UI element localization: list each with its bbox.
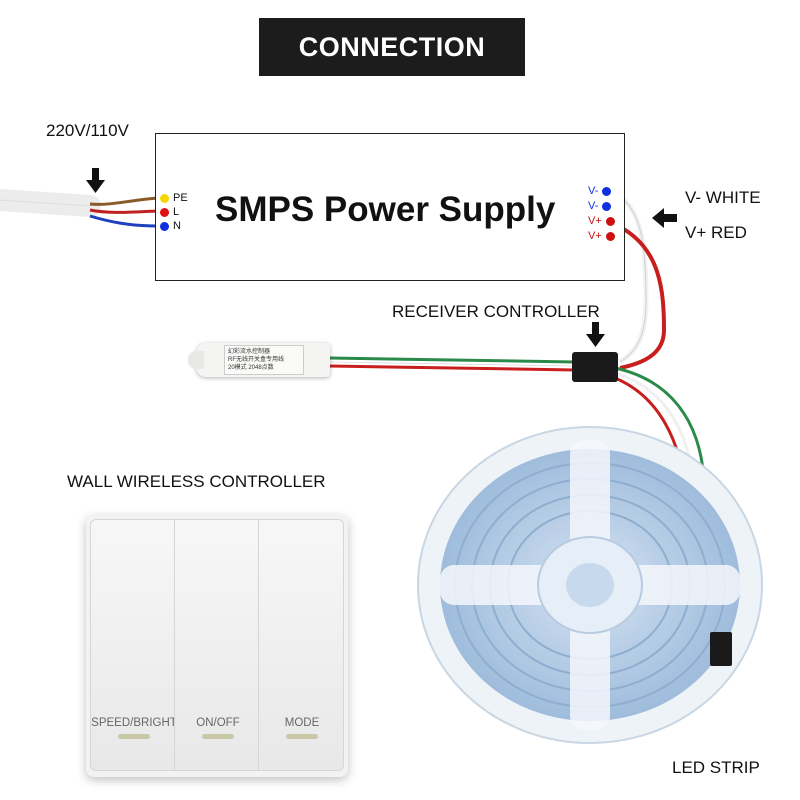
terminal-label: V- [588,200,599,212]
controller-wire-green [329,356,576,364]
terminal-dot [160,221,169,231]
v-plus-label: V+ RED [685,223,747,242]
terminal-pe: PE [160,192,188,204]
title-banner: CONNECTION [259,18,525,76]
terminal-dot [160,193,169,203]
power-supply-name: SMPS Power Supply [215,190,556,229]
mains-wire-brown [89,196,159,206]
v-plus-wire [619,226,667,370]
terminal-n: N [160,220,188,232]
speed-bright-key[interactable]: SPEED/BRIGHT [90,519,177,771]
receiver-controller-label: RECEIVER CONTROLLER [392,302,600,321]
v-minus-label: V- WHITE [685,188,761,207]
power-supply-box [155,133,625,281]
wire-connector [572,352,618,382]
terminal-dot [160,207,169,217]
terminal-v-minus-2: V- [588,200,615,212]
terminal-label: V- [588,185,599,197]
controller-text-line1: 幻彩流水控制器 [228,349,271,355]
on-off-key[interactable]: ON/OFF [174,519,260,771]
mode-key[interactable]: MODE [258,519,344,771]
strip-connector [710,632,732,666]
terminal-dot [605,216,615,226]
reel-hub-center [566,563,614,607]
terminal-l: L [160,206,188,218]
receiver-controller: 幻彩流水控制器 RF无线开关盒专用线 20模式 2048点数 [188,343,330,377]
key-indicator-led [286,734,318,739]
terminal-label: PE [173,192,188,204]
speed-bright-label: SPEED/BRIGHT [91,717,177,729]
output-terminals: V- V- V+ V+ [588,185,615,242]
page-title: CONNECTION [298,31,486,62]
controller-cap [188,351,204,369]
mains-wire-blue [89,214,159,228]
receiver-arrow-icon [586,322,605,347]
output-arrow-icon [652,208,677,228]
terminal-label: L [173,206,180,218]
terminal-label: N [173,220,181,232]
terminal-label: V+ [588,215,602,227]
wall-controller-label: WALL WIRELESS CONTROLLER [67,472,326,491]
terminal-v-minus-1: V- [588,185,615,197]
led-strip-reel [417,426,763,744]
terminal-label: V+ [588,230,602,242]
key-indicator-led [118,734,150,739]
led-strip-label: LED STRIP [672,758,760,777]
input-terminals: PE L N [160,192,188,232]
controller-text-line2: RF无线开关盒专用线 [228,357,284,363]
terminal-dot [602,186,612,196]
input-voltage-label: 220V/110V [46,121,129,140]
controller-label-sticker: 幻彩流水控制器 RF无线开关盒专用线 20模式 2048点数 [224,345,304,375]
terminal-dot [602,201,612,211]
terminal-v-plus-2: V+ [588,230,615,242]
on-off-label: ON/OFF [196,717,240,729]
terminal-dot [605,231,615,241]
controller-text-line3: 20模式 2048点数 [228,365,274,371]
wall-wireless-controller: SPEED/BRIGHT ON/OFF MODE [86,515,348,777]
mode-label: MODE [284,717,320,729]
input-arrow-icon [86,168,105,193]
key-indicator-led [202,734,234,739]
terminal-v-plus-1: V+ [588,215,615,227]
